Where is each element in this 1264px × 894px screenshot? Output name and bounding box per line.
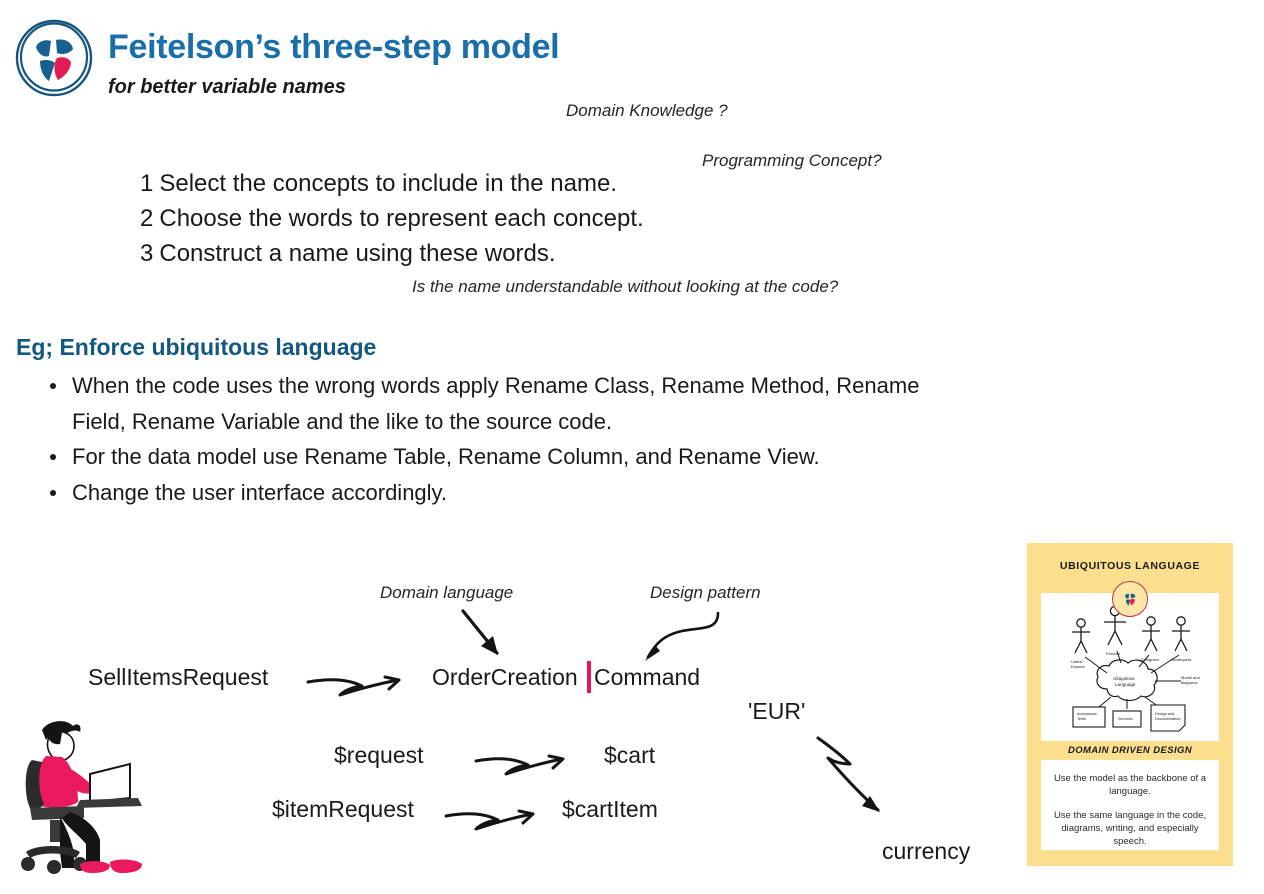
svg-text:Services: Services <box>1118 717 1133 721</box>
zigzag-arrow-icon <box>306 675 401 697</box>
svg-text:Acceptance: Acceptance <box>1077 712 1097 716</box>
card-title: UBIQUITOUS LANGUAGE <box>1059 560 1201 572</box>
step-number: 2 <box>140 205 154 232</box>
svg-text:Experts: Experts <box>1071 664 1085 669</box>
ubiquitous-language-card: UBIQUITOUS LANGUAGE Users/ Experts Produ… <box>1027 543 1233 866</box>
svg-text:diagrams: diagrams <box>1181 680 1197 685</box>
annotation-domain-knowledge: Domain Knowledge ? <box>566 101 728 120</box>
step-text: Select the concepts to include in the na… <box>159 170 617 197</box>
svg-text:Developers: Developers <box>1171 657 1191 662</box>
card-subtitle: DOMAIN DRIVEN DESIGN <box>1067 745 1193 756</box>
label-order-creation: OrderCreation <box>432 664 578 690</box>
svg-text:Model and: Model and <box>1181 675 1200 680</box>
card-body-panel: Use the model as the backbone of a langu… <box>1041 760 1219 850</box>
card-paragraph: Use the model as the backbone of a langu… <box>1053 773 1207 797</box>
page-title: Feitelson’s three-step model <box>108 28 560 66</box>
example-bullet-list: When the code uses the wrong words apply… <box>40 368 972 510</box>
step-number: 3 <box>140 240 154 267</box>
svg-text:Designers: Designers <box>1141 657 1159 662</box>
card-paragraph: Use the same language in the code, diagr… <box>1053 810 1207 847</box>
label-cart-item: $cartItem <box>562 796 658 822</box>
step-text: Construct a name using these words. <box>159 240 556 267</box>
label-eur: 'EUR' <box>748 698 806 724</box>
label-request: $request <box>334 742 424 768</box>
svg-text:Ubiquitous: Ubiquitous <box>1113 676 1135 681</box>
shield-heart-logo-icon <box>12 16 96 100</box>
label-command: Command <box>594 664 701 690</box>
zigzag-down-right-arrow-icon <box>816 736 880 812</box>
curved-down-left-arrow-icon <box>645 611 720 661</box>
label-cart: $cart <box>604 742 656 768</box>
label-item-request: $itemRequest <box>272 796 414 822</box>
list-item: For the data model use Rename Table, Ren… <box>50 439 972 475</box>
svg-text:Design and: Design and <box>1155 712 1174 716</box>
step-text: Choose the words to represent each conce… <box>159 205 644 232</box>
ubiquitous-language-cloud-diagram: Users/ Experts Product Designers Develop… <box>1071 605 1200 732</box>
label-sell-items-request: SellItemsRequest <box>88 664 269 690</box>
svg-text:Users/: Users/ <box>1071 659 1083 664</box>
card-diagram-panel: Users/ Experts Product Designers Develop… <box>1041 593 1219 741</box>
zigzag-arrow-icon <box>444 809 535 831</box>
list-item: Change the user interface accordingly. <box>50 475 972 511</box>
down-right-arrow-icon <box>461 609 499 655</box>
annotation-domain-language: Domain language <box>380 583 514 602</box>
shield-heart-logo-icon <box>1112 581 1148 617</box>
svg-text:Tests: Tests <box>1077 717 1086 721</box>
example-heading: Eg; Enforce ubiquitous language <box>16 334 377 360</box>
step-number: 1 <box>140 170 154 197</box>
svg-text:Language: Language <box>1115 682 1136 687</box>
svg-text:Documentation: Documentation <box>1155 717 1181 721</box>
label-currency: currency <box>882 838 971 864</box>
annotation-programming-concept: Programming Concept? <box>702 151 882 170</box>
person-at-laptop-illustration <box>18 712 160 882</box>
annotation-understandable: Is the name understandable without looki… <box>412 277 839 296</box>
pink-divider-mark <box>587 661 591 693</box>
zigzag-arrow-icon <box>474 754 565 776</box>
svg-text:Product: Product <box>1106 651 1121 656</box>
list-item: When the code uses the wrong words apply… <box>50 368 972 439</box>
page-subtitle: for better variable names <box>108 76 346 98</box>
annotation-design-pattern: Design pattern <box>650 583 761 602</box>
